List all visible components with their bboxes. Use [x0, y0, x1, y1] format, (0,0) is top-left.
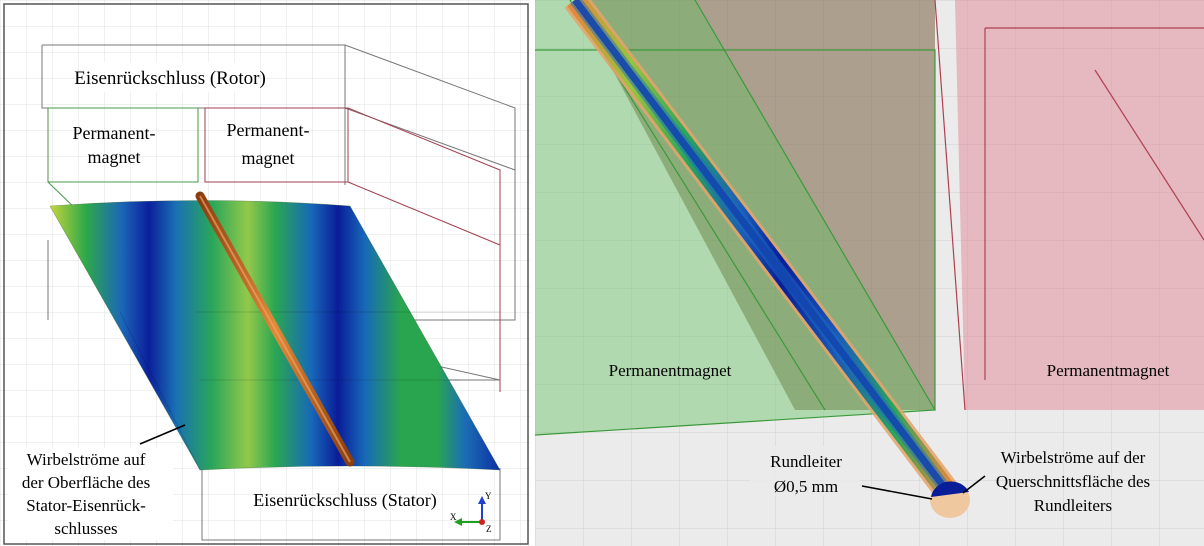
- cross-section-annotation-line3: Rundleiters: [1034, 496, 1112, 515]
- eddy-annotation-line3: Stator-Eisenrück-: [26, 496, 146, 515]
- panel-border: [3, 3, 529, 545]
- magnet-red-edges: [934, 0, 1204, 411]
- surface-mesh-lines: [119, 311, 500, 471]
- eddy-annotation-line1: Wirbelströme auf: [27, 450, 146, 469]
- conductor-annotation-line2: Ø0,5 mm: [774, 477, 838, 496]
- eddy-annotation-leader: [139, 424, 186, 445]
- rotor-iron-label: Eisenrückschluss (Rotor): [74, 68, 266, 89]
- stator-iron-label: Eisenrückschluss (Stator): [253, 490, 436, 511]
- magnet-label-1-line1: Permanent-: [73, 123, 156, 143]
- axis-y-label: Y: [485, 491, 492, 501]
- round-conductor-diagonal: [564, 0, 961, 503]
- cross-section-annotation-leader: [962, 475, 986, 494]
- detail-svg: Permanentmagnet Permanentmagnet Rundleit…: [535, 0, 1204, 546]
- magnet-label-2-line1: Permanent-: [227, 120, 310, 140]
- cross-section-field: [931, 481, 969, 497]
- conductor-annotation-bg: [750, 446, 860, 496]
- magnet-label-right: Permanentmagnet: [1047, 361, 1170, 380]
- rotor-label-bg: [80, 62, 260, 92]
- eddy-annotation-line4: schlusses: [54, 519, 117, 538]
- magnet-region-red: [955, 0, 1204, 410]
- overview-svg: Eisenrückschluss (Rotor) Permanent- magn…: [0, 0, 530, 546]
- axis-z-label: Z: [486, 524, 492, 534]
- simulation-overview-panel: Eisenrückschluss (Rotor) Permanent- magn…: [0, 0, 530, 546]
- cross-section-annotation-line2: Querschnittsfläche des: [996, 472, 1150, 491]
- magnet-label-1-line2: magnet: [88, 147, 141, 167]
- cross-section-annotation-line1: Wirbelströme auf der: [1001, 448, 1146, 467]
- eddy-annotation-bg: [8, 448, 173, 540]
- axis-x-label: X: [450, 512, 457, 522]
- eddy-current-surface-outline: [49, 200, 501, 471]
- axis-triad: Y X Z: [450, 491, 492, 534]
- magnet-label-left: Permanentmagnet: [609, 361, 732, 380]
- conductor-annotation-line1: Rundleiter: [770, 452, 842, 471]
- eddy-annotation-line2: der Oberfläche des: [22, 473, 150, 492]
- simulation-detail-panel: Permanentmagnet Permanentmagnet Rundleit…: [535, 0, 1204, 546]
- round-conductor-highlight: [199, 195, 351, 463]
- conductor-annotation-leader: [861, 485, 933, 500]
- magnet-label-2-line2: magnet: [242, 148, 295, 168]
